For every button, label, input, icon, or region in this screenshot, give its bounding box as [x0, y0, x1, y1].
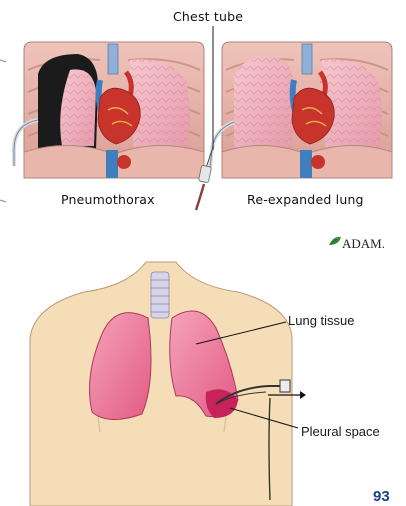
pneumothorax-panel: [14, 42, 204, 178]
adam-logo-text: ADAM.: [342, 236, 385, 252]
reexpanded-lung-caption: Re-expanded lung: [247, 192, 364, 207]
torso-illustration: [30, 262, 306, 506]
pneumothorax-caption: Pneumothorax: [61, 192, 155, 207]
trachea: [151, 272, 169, 318]
lung-tissue-label: Lung tissue: [288, 313, 355, 328]
adam-leaf-icon: [329, 237, 341, 245]
page-number: 93: [373, 488, 390, 505]
chest-tube-label: Chest tube: [173, 9, 243, 24]
reexpanded-panel: [210, 42, 392, 178]
pleural-space-label: Pleural space: [301, 424, 380, 439]
